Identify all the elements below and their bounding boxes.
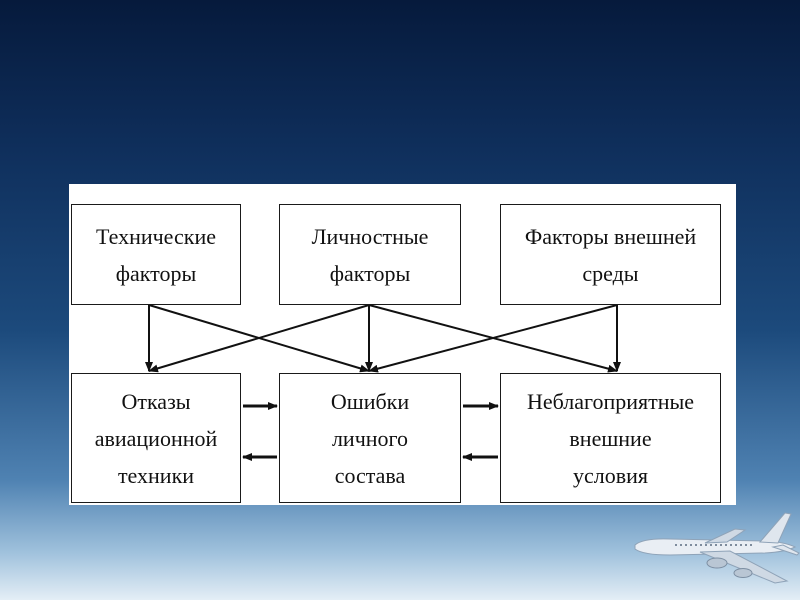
box-personnel-errors: Ошибки личного состава [279, 373, 461, 503]
arrow-personal-to-failures [148, 304, 370, 373]
box-personal-factors: Личностные факторы [279, 204, 461, 305]
arrow-env-to-errors [368, 304, 618, 373]
box-adverse-conditions: Неблагоприятные внешние условия [500, 373, 721, 503]
airplane-image [634, 512, 800, 584]
box-equipment-failures: Отказы авиационной техники [71, 373, 241, 503]
diagram-panel: Технические факторы Личностные факторы Ф… [69, 184, 736, 505]
box-environment-factors: Факторы внешней среды [500, 204, 721, 305]
box-technical-factors: Технические факторы [71, 204, 241, 305]
diagram-connectors [145, 304, 621, 461]
